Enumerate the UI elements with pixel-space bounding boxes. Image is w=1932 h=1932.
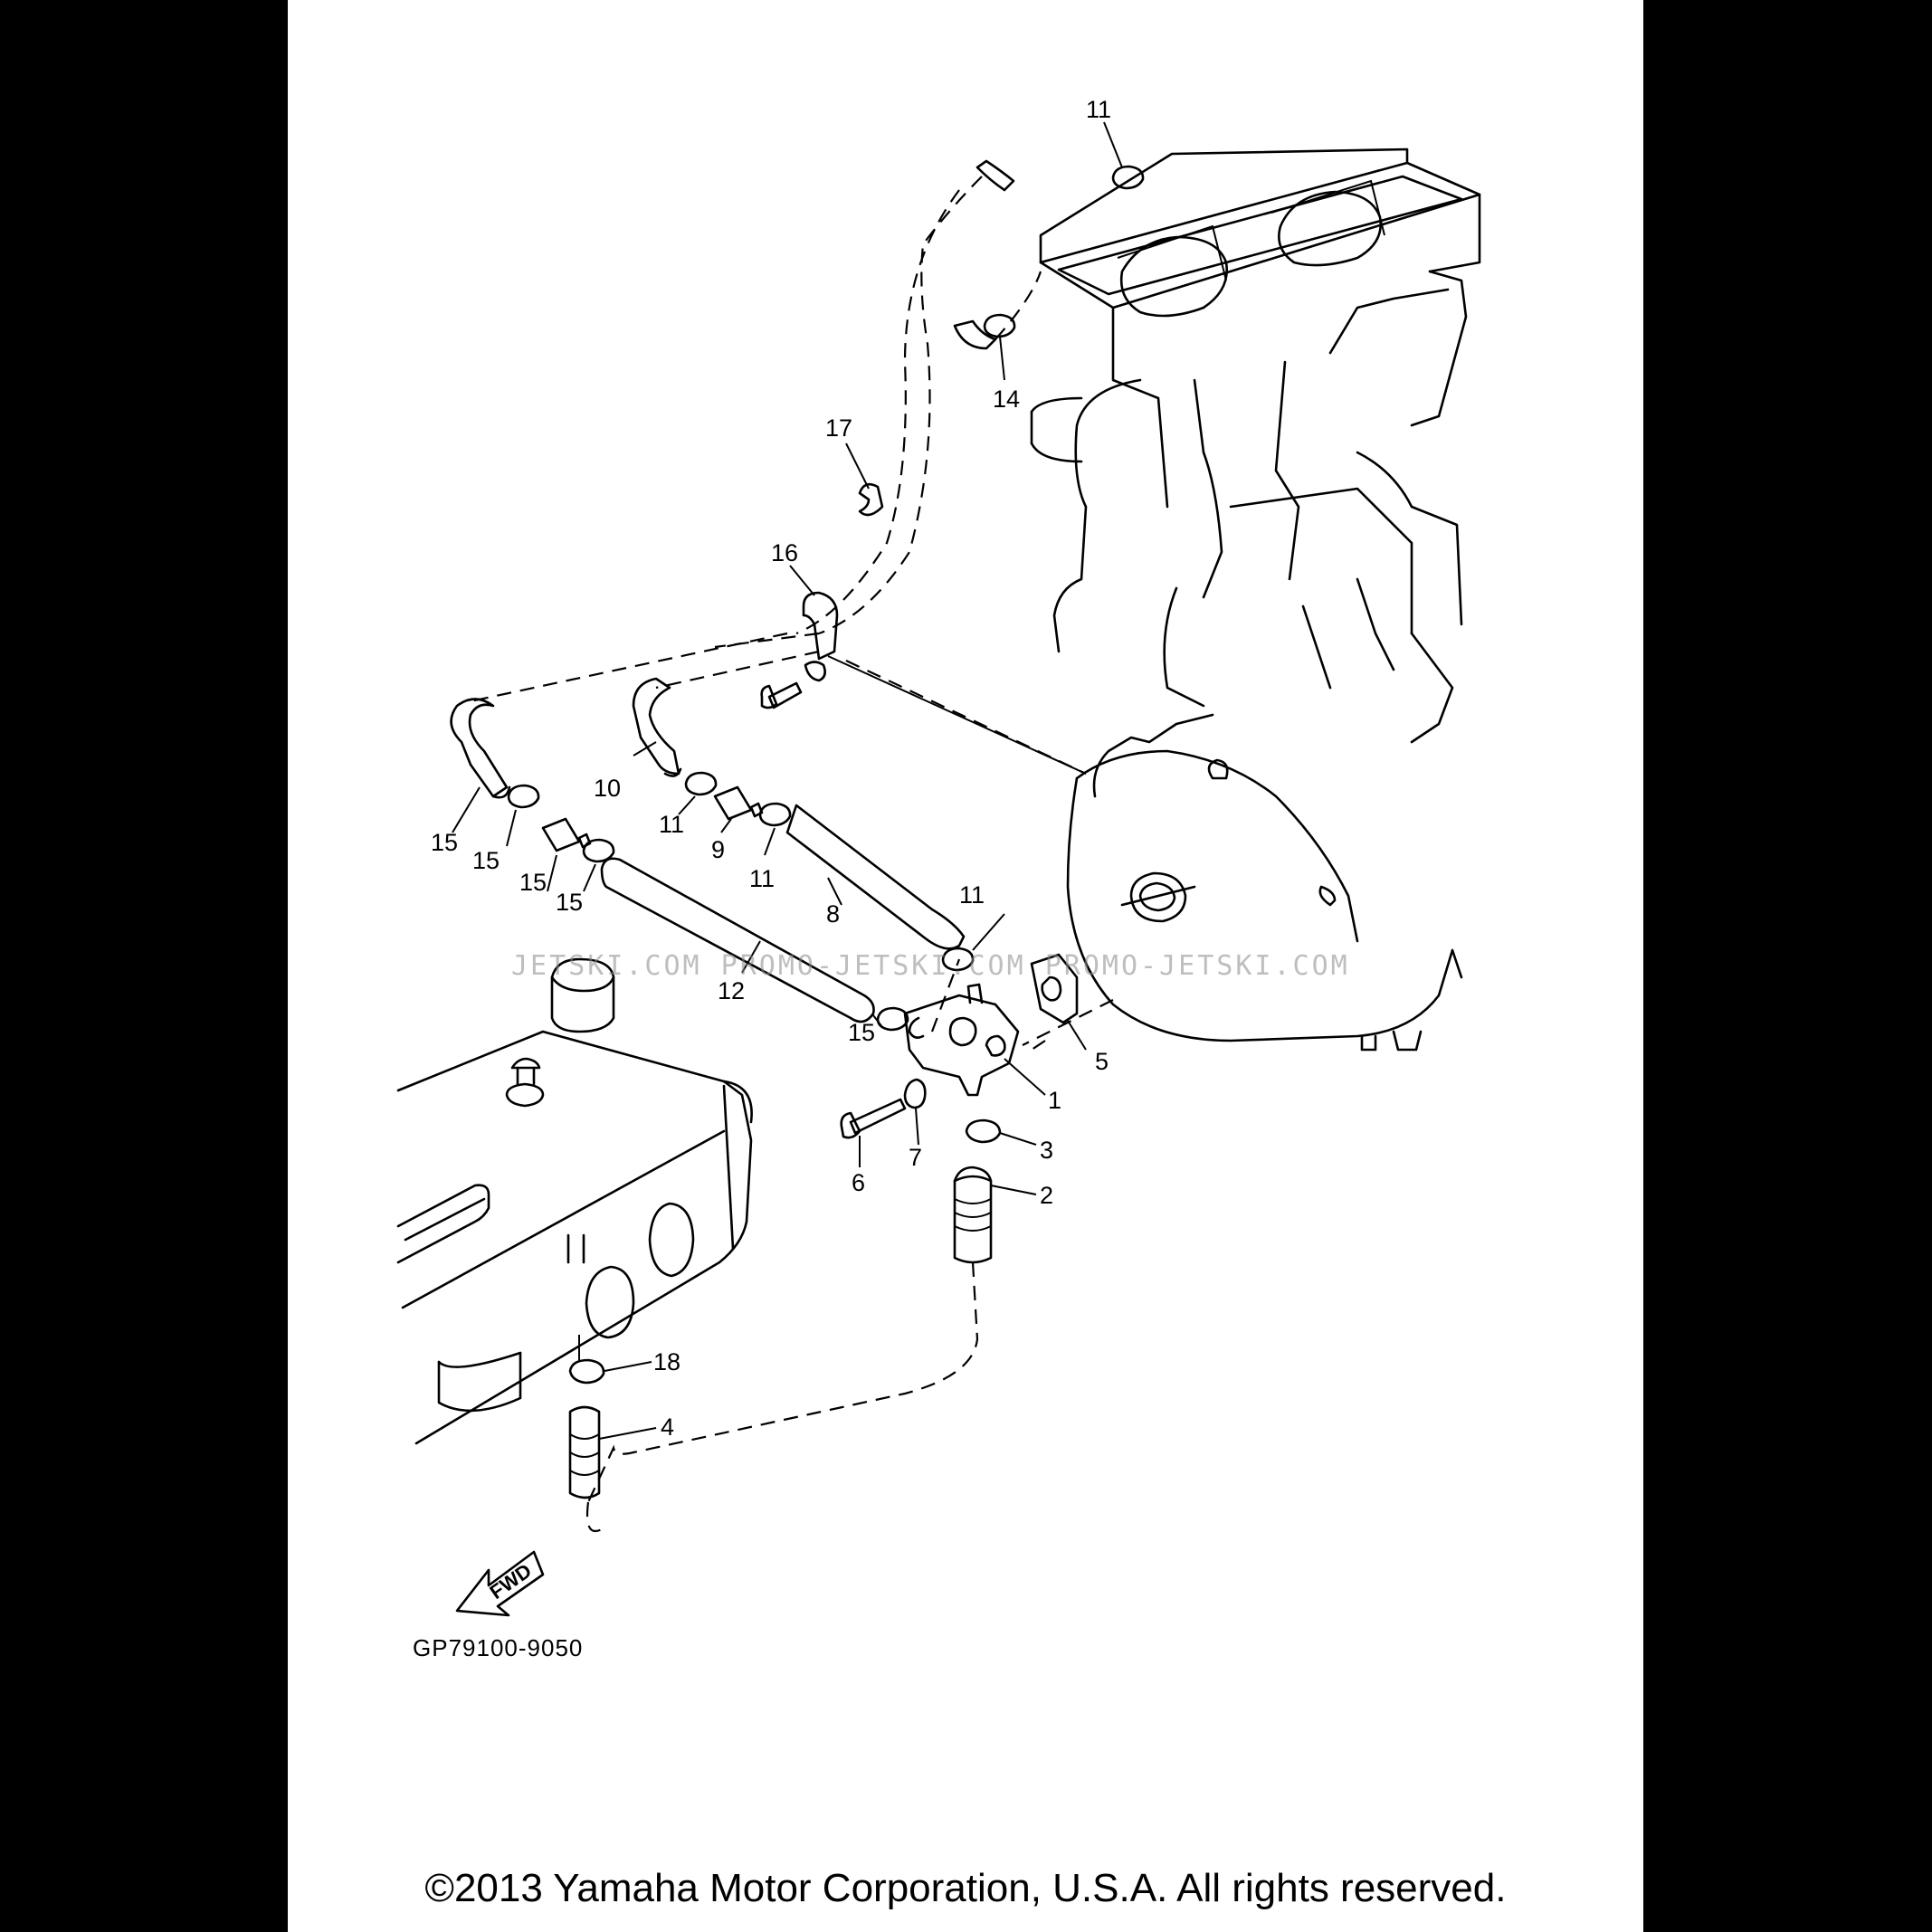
callout-2: 2 bbox=[1040, 1182, 1054, 1209]
callout-13: 15 bbox=[519, 869, 547, 896]
callout-15: 15 bbox=[848, 1019, 876, 1046]
callout-15: 14 bbox=[993, 385, 1021, 413]
routing-lines bbox=[470, 176, 1114, 1532]
callout-11: 11 bbox=[749, 865, 776, 892]
callout-17: 17 bbox=[825, 414, 853, 442]
callout-18: 18 bbox=[653, 1348, 681, 1375]
callout-3: 3 bbox=[1040, 1137, 1054, 1164]
diagram-code: GP79100-9050 bbox=[413, 1634, 584, 1661]
fwd-arrow: FWD bbox=[455, 1550, 545, 1617]
callout-15: 15 bbox=[472, 847, 500, 874]
callout-11: 11 bbox=[1086, 96, 1112, 123]
callout-10: 10 bbox=[594, 775, 622, 802]
copyright-notice: ©2013 Yamaha Motor Corporation, U.S.A. A… bbox=[424, 1866, 1507, 1910]
engine-block bbox=[1030, 148, 1481, 798]
callout-5: 5 bbox=[1095, 1048, 1109, 1075]
callout-4: 4 bbox=[661, 1413, 675, 1441]
hoses bbox=[450, 159, 1015, 1499]
leader-lines bbox=[452, 121, 1123, 1440]
callout-8: 8 bbox=[826, 900, 841, 928]
callout-11: 11 bbox=[659, 811, 685, 838]
watermark: JETSKI.COM PROMO-JETSKI.COM PROMO-JETSKI… bbox=[511, 950, 1350, 982]
callout-12: 12 bbox=[718, 977, 746, 1004]
callout-16: 16 bbox=[771, 539, 799, 566]
callout-15: 15 bbox=[556, 889, 584, 916]
callout-9: 9 bbox=[711, 836, 726, 863]
small-parts bbox=[507, 165, 1145, 1385]
callout-6: 6 bbox=[852, 1169, 866, 1196]
callout-7: 7 bbox=[909, 1144, 923, 1171]
oil-tank bbox=[396, 957, 753, 1445]
callout-11: 11 bbox=[959, 881, 985, 909]
callout-1: 1 bbox=[1048, 1087, 1062, 1114]
callout-14: 15 bbox=[431, 829, 459, 856]
magneto-cover bbox=[1066, 749, 1463, 1052]
